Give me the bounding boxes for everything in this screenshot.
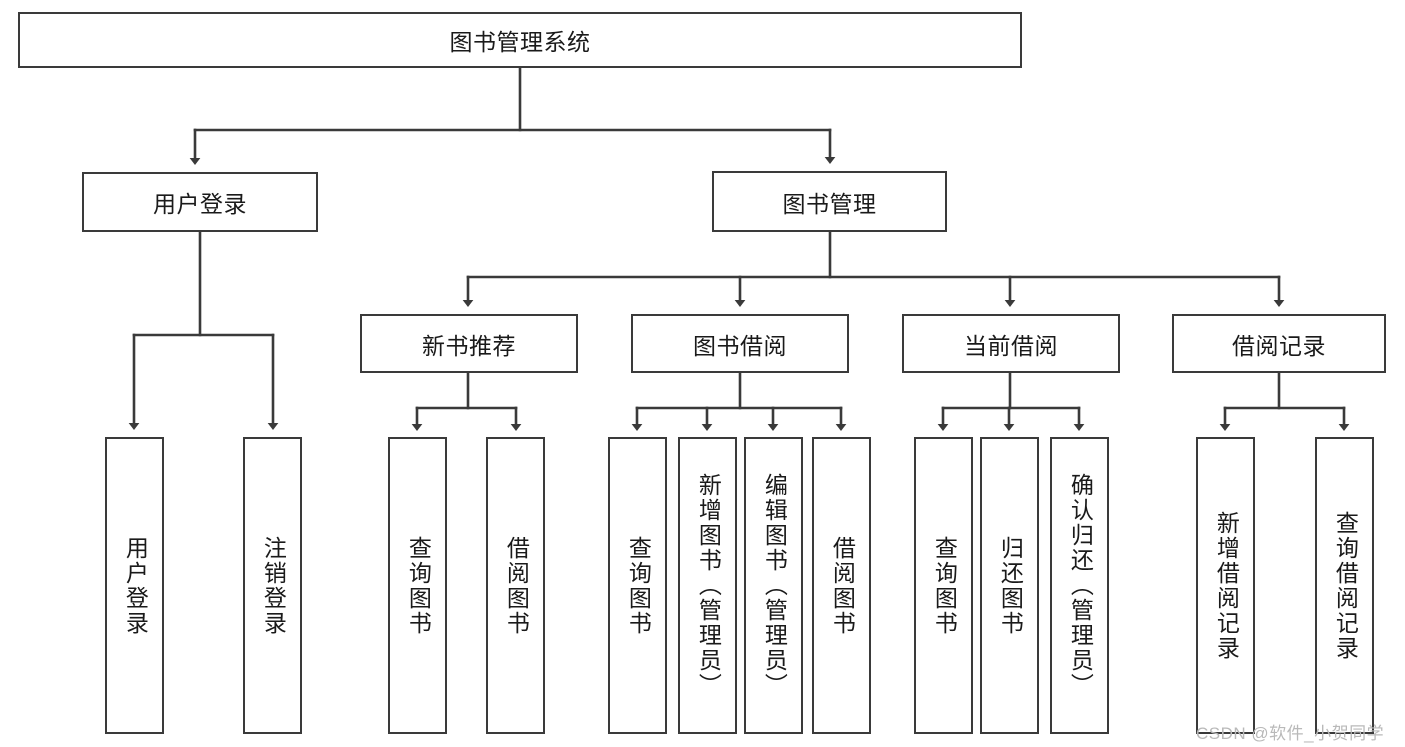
node-level3-当前借阅[interactable]: 当前借阅 (902, 314, 1120, 373)
node-level3-图书借阅[interactable]: 图书借阅 (631, 314, 849, 373)
node-leaf-归还图书[interactable]: 归还图书 (980, 437, 1039, 734)
node-label: 查询图书 (625, 535, 652, 636)
node-label: 查询图书 (405, 535, 432, 636)
node-label: 当前借阅 (964, 332, 1058, 359)
node-leaf-编辑图书（管理员）[interactable]: 编辑图书（管理员） (744, 437, 803, 734)
node-label: 查询图书 (931, 535, 958, 636)
node-level3-借阅记录[interactable]: 借阅记录 (1172, 314, 1386, 373)
node-label: 注销登录 (260, 535, 287, 636)
node-leaf-借阅图书[interactable]: 借阅图书 (486, 437, 545, 734)
node-leaf-新增借阅记录[interactable]: 新增借阅记录 (1196, 437, 1255, 734)
node-label: 图书借阅 (693, 332, 787, 359)
node-label: 用户登录 (153, 191, 247, 217)
node-leaf-借阅图书[interactable]: 借阅图书 (812, 437, 871, 734)
node-leaf-用户登录[interactable]: 用户登录 (105, 437, 164, 734)
node-label: 新书推荐 (422, 332, 516, 359)
node-leaf-查询图书[interactable]: 查询图书 (388, 437, 447, 734)
node-label: 借阅图书 (503, 535, 530, 636)
node-label: 图书管理 (782, 190, 877, 217)
node-leaf-查询图书[interactable]: 查询图书 (608, 437, 667, 734)
node-label: 确认归还（管理员） (1067, 473, 1094, 698)
node-leaf-查询图书[interactable]: 查询图书 (914, 437, 973, 734)
node-label: 新增借阅记录 (1213, 510, 1240, 661)
node-label: 查询借阅记录 (1332, 510, 1359, 661)
node-leaf-确认归还（管理员）[interactable]: 确认归还（管理员） (1050, 437, 1109, 734)
node-label: 借阅图书 (829, 535, 856, 636)
node-label: 用户登录 (122, 535, 149, 636)
node-level2-用户登录[interactable]: 用户登录 (82, 172, 318, 232)
node-level3-新书推荐[interactable]: 新书推荐 (360, 314, 578, 373)
node-label: 归还图书 (997, 535, 1024, 636)
node-label: 图书管理系统 (449, 29, 591, 55)
node-root-图书管理系统[interactable]: 图书管理系统 (18, 12, 1022, 68)
node-level2-图书管理[interactable]: 图书管理 (712, 171, 947, 232)
node-leaf-新增图书（管理员）[interactable]: 新增图书（管理员） (678, 437, 737, 734)
node-leaf-注销登录[interactable]: 注销登录 (243, 437, 302, 734)
node-label: 借阅记录 (1232, 332, 1326, 359)
node-leaf-查询借阅记录[interactable]: 查询借阅记录 (1315, 437, 1374, 734)
node-label: 编辑图书（管理员） (761, 473, 788, 698)
node-label: 新增图书（管理员） (695, 473, 722, 698)
csdn-watermark: CSDN @软件_小贺同学 (1196, 724, 1385, 743)
